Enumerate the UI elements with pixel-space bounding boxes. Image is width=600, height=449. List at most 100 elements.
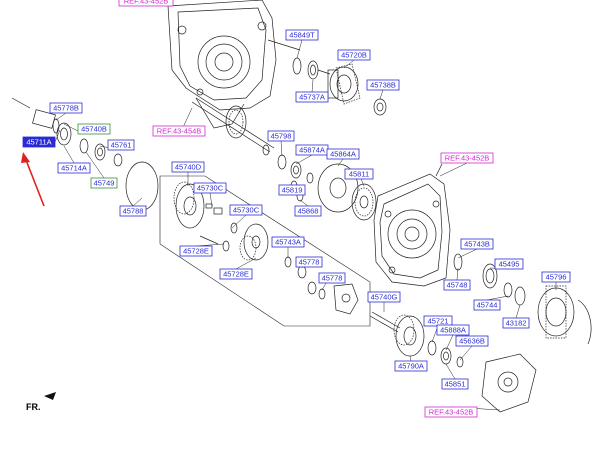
label-box (424, 406, 478, 418)
part-label-p-45811[interactable]: 45811 (344, 168, 374, 180)
label-box (118, 0, 174, 7)
part-label-p-45796[interactable]: 45796 (541, 271, 571, 283)
part-label-p-45728e-a[interactable]: 45728E (179, 245, 213, 257)
leader-line (299, 199, 309, 207)
label-text: 45743A (275, 238, 301, 247)
part-label-p-45744[interactable]: 45744 (473, 299, 501, 311)
label-box (229, 204, 263, 216)
planetary-carrier-assembly (159, 175, 371, 327)
label-box (344, 168, 374, 180)
part-label-p-45798[interactable]: 45798 (267, 130, 295, 142)
part-label-p-45738b[interactable]: 45738B (366, 79, 400, 91)
label-text: 43182 (506, 319, 527, 328)
label-box (441, 378, 469, 390)
leader-line (235, 257, 257, 270)
part-label-p-45778b[interactable]: 45778B (49, 102, 83, 114)
label-text: REF.43-452B (124, 0, 169, 6)
part-label-p-45636b[interactable]: 45636B (455, 335, 489, 347)
part-label-p-45851[interactable]: 45851 (441, 378, 469, 390)
leader-line (486, 295, 509, 301)
label-box (107, 139, 135, 151)
part-label-p-45849t[interactable]: 45849T (285, 29, 319, 41)
leader-line (295, 154, 313, 165)
part-label-p-45864a[interactable]: 45864A (326, 148, 360, 160)
label-box (193, 182, 227, 194)
part-label-p-45874a[interactable]: 45874A (295, 144, 329, 156)
part-label-r-top[interactable]: REF.43-452B (118, 0, 174, 7)
leader-line (379, 89, 384, 100)
label-box (318, 272, 346, 284)
part-label-p-45748[interactable]: 45748 (443, 279, 471, 291)
leader-line (311, 79, 314, 93)
part-label-p-45790a[interactable]: 45790A (394, 360, 428, 372)
label-text: 45778 (299, 258, 320, 267)
label-text: 45790A (398, 362, 424, 371)
part-label-p-45778-a[interactable]: 45778 (295, 256, 323, 268)
part-label-p-45749[interactable]: 45749 (90, 177, 118, 189)
label-box (367, 291, 401, 303)
part-label-p-45730c-b[interactable]: 45730C (229, 204, 263, 216)
part-label-p-45711a[interactable]: 45711A (22, 136, 56, 148)
part-label-r-452b-right[interactable]: REF.43-452B (440, 152, 494, 164)
label-box (366, 79, 400, 91)
label-box (278, 184, 306, 196)
label-text: 45740D (175, 163, 202, 172)
part-label-p-45740d[interactable]: 45740D (171, 161, 205, 173)
part-label-p-45730c-a[interactable]: 45730C (193, 182, 227, 194)
label-text: 45743B (464, 240, 490, 249)
label-text: 45888A (440, 326, 466, 335)
part-label-p-45743a[interactable]: 45743A (271, 236, 305, 248)
part-label-p-43182[interactable]: 43182 (502, 317, 530, 329)
label-text: 45721 (428, 317, 449, 326)
label-text: 45819 (282, 186, 303, 195)
label-box (473, 299, 501, 311)
label-box (440, 152, 494, 164)
label-text: 45737A (299, 93, 325, 102)
leader-line (337, 158, 344, 167)
part-label-p-45740b[interactable]: 45740B (77, 123, 111, 135)
part-label-p-45721[interactable]: 45721 (423, 315, 453, 327)
part-label-p-45737a[interactable]: 45737A (295, 91, 329, 103)
leader-line (85, 151, 105, 179)
label-text: 45495 (499, 260, 520, 269)
leader-line (456, 267, 459, 281)
label-text: 45851 (445, 380, 466, 389)
part-label-p-45778-b[interactable]: 45778 (318, 272, 346, 284)
front-direction-indicator: FR. (26, 392, 56, 412)
label-text: 45864A (330, 150, 356, 159)
label-text: 45730C (233, 206, 260, 215)
leader-line (445, 363, 456, 380)
label-text: 45740G (371, 293, 398, 302)
label-box (90, 177, 118, 189)
part-label-p-45743b[interactable]: 45743B (460, 238, 494, 250)
part-label-p-45868[interactable]: 45868 (294, 205, 322, 217)
label-box (171, 161, 205, 173)
leader-line (209, 192, 213, 207)
part-label-p-45714a[interactable]: 45714A (57, 162, 91, 174)
label-box (267, 130, 295, 142)
label-box (337, 49, 371, 61)
part-label-p-45740g[interactable]: 45740G (367, 291, 401, 303)
part-label-p-45728e-b[interactable]: 45728E (219, 268, 253, 280)
part-label-p-45495[interactable]: 45495 (494, 258, 524, 270)
label-text: 45714A (61, 164, 87, 173)
part-label-p-45888a[interactable]: 45888A (436, 324, 470, 336)
label-box (152, 125, 206, 137)
part-label-p-45761[interactable]: 45761 (107, 139, 135, 151)
leader-line (55, 112, 67, 121)
part-label-r-452b-bottom[interactable]: REF.43-452B (424, 406, 478, 418)
leader-line (515, 304, 521, 319)
part-label-p-45720b[interactable]: 45720B (337, 49, 371, 61)
label-box (502, 317, 530, 329)
label-box (119, 205, 147, 217)
label-text: 45798 (271, 132, 292, 141)
label-text: 45778 (322, 274, 343, 283)
part-label-r-454b[interactable]: REF.43-454B (152, 125, 206, 137)
label-text: 45636B (459, 337, 485, 346)
front-indicator-label: FR. (26, 402, 41, 412)
label-box (295, 256, 323, 268)
part-label-p-45788[interactable]: 45788 (119, 205, 147, 217)
part-label-p-45819[interactable]: 45819 (278, 184, 306, 196)
label-text: 45728E (183, 247, 209, 256)
leader-line (409, 355, 412, 362)
